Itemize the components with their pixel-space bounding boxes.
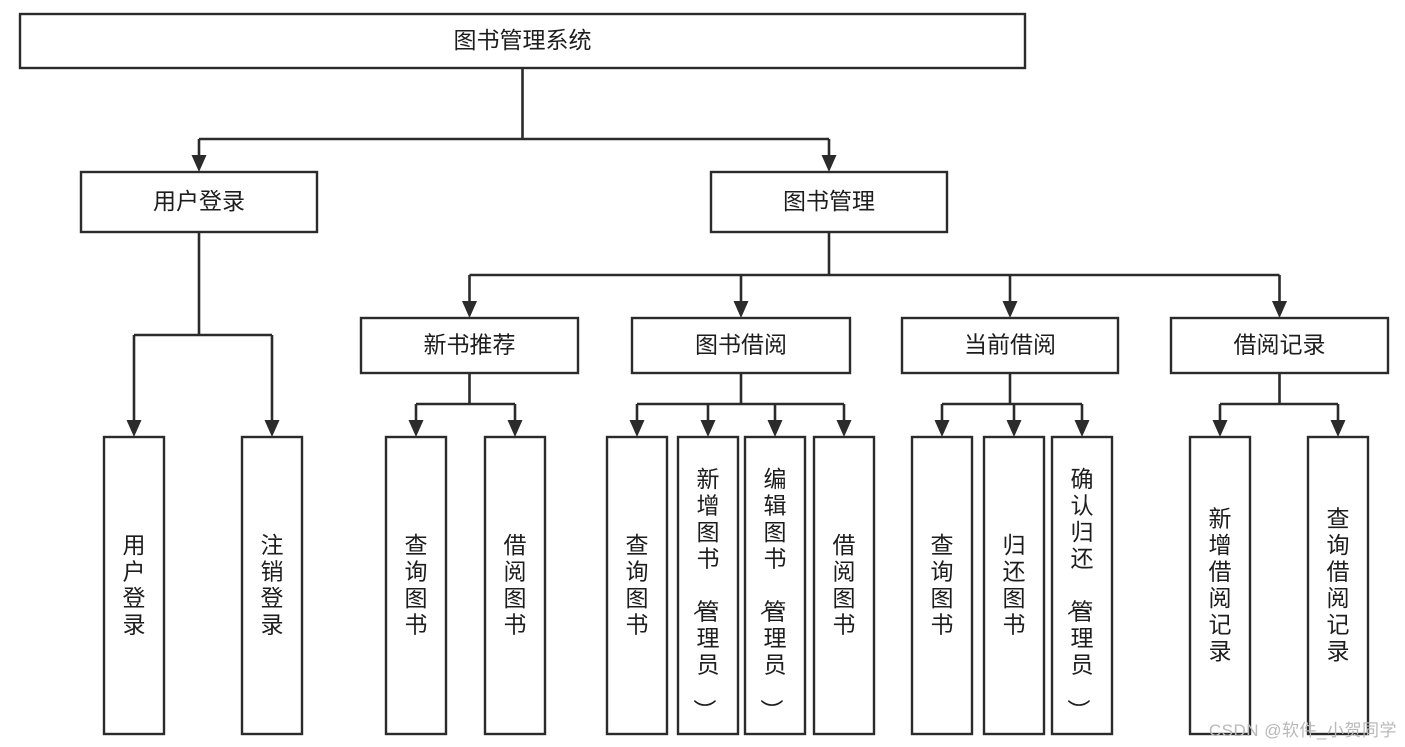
node-leaf-borrow-book-1[interactable]: 借阅图书 [483, 435, 547, 736]
arrow-head-icon [1330, 420, 1346, 437]
node-rect [483, 435, 547, 736]
node-leaf-add-record[interactable]: 新增借阅记录 [1188, 435, 1252, 736]
node-label: 当前借阅 [964, 332, 1056, 358]
node-rect [982, 435, 1046, 736]
node-layer: 图书管理系统用户登录图书管理新书推荐图书借阅当前借阅借阅记录用户登录注销登录查询… [18, 12, 1390, 736]
node-leaf-query-book-3[interactable]: 查询图书 [910, 435, 974, 736]
node-book-borrow[interactable]: 图书借阅 [630, 316, 852, 375]
node-root[interactable]: 图书管理系统 [18, 12, 1027, 70]
node-current-borrow[interactable]: 当前借阅 [900, 316, 1120, 375]
node-label: 新书推荐 [424, 332, 516, 358]
node-leaf-confirm-return[interactable]: 确认归还（管理员） [1050, 435, 1114, 736]
arrow-head-icon [1074, 420, 1090, 437]
node-leaf-return-book[interactable]: 归还图书 [982, 435, 1046, 736]
watermark-label: CSDN @软件_小贺同学 [1208, 721, 1397, 740]
node-user-login[interactable]: 用户登录 [79, 170, 319, 234]
node-label: 查询借阅记录 [1327, 506, 1350, 665]
node-rect [910, 435, 974, 736]
arrow-head-icon [733, 301, 749, 318]
arrow-head-icon [507, 420, 523, 437]
arrow-head-icon [934, 420, 950, 437]
arrow-head-icon [1212, 420, 1228, 437]
node-label: 查询图书 [626, 532, 649, 638]
node-label: 归还图书 [1003, 532, 1026, 638]
node-leaf-borrow-book-2[interactable]: 借阅图书 [812, 435, 876, 736]
arrow-head-icon [767, 420, 783, 437]
node-label: 注销登录 [261, 532, 284, 638]
node-label: 图书借阅 [695, 332, 787, 358]
arrow-head-icon [264, 420, 280, 437]
node-label: 确认归还（管理员） [1066, 466, 1094, 722]
node-label: 编辑图书（管理员） [759, 466, 787, 722]
node-rect [240, 435, 304, 736]
arrow-head-icon [836, 420, 852, 437]
node-rect [384, 435, 448, 736]
node-book-manage[interactable]: 图书管理 [709, 170, 949, 234]
node-rect [630, 316, 852, 375]
arrow-head-icon [629, 420, 645, 437]
node-label: 查询图书 [405, 532, 428, 638]
node-new-book-rec[interactable]: 新书推荐 [359, 316, 580, 375]
node-leaf-user-login[interactable]: 用户登录 [102, 435, 166, 736]
node-rect [1050, 435, 1114, 736]
node-rect [812, 435, 876, 736]
connector-layer [126, 68, 1346, 437]
arrow-head-icon [1006, 420, 1022, 437]
node-rect [102, 435, 166, 736]
node-rect [359, 316, 580, 375]
node-label: 用户登录 [153, 188, 245, 214]
node-label: 新增借阅记录 [1209, 506, 1232, 665]
node-leaf-query-book-2[interactable]: 查询图书 [605, 435, 669, 736]
node-label: 借阅记录 [1234, 332, 1326, 358]
arrow-head-icon [462, 301, 477, 318]
node-rect [676, 435, 740, 736]
node-rect [18, 12, 1027, 70]
arrow-head-icon [126, 420, 142, 437]
node-label: 图书管理 [783, 188, 875, 214]
node-label: 借阅图书 [833, 532, 856, 638]
arrow-head-icon [1272, 301, 1287, 318]
node-label: 图书管理系统 [454, 27, 592, 53]
node-rect [743, 435, 807, 736]
arrow-head-icon [1002, 301, 1018, 318]
node-rect [1169, 316, 1390, 375]
node-rect [709, 170, 949, 234]
node-rect [900, 316, 1120, 375]
node-leaf-add-book[interactable]: 新增图书（管理员） [676, 435, 740, 736]
arrow-head-icon [821, 155, 837, 172]
node-rect [79, 170, 319, 234]
node-label: 新增图书（管理员） [692, 466, 720, 722]
node-rect [605, 435, 669, 736]
node-leaf-query-record[interactable]: 查询借阅记录 [1306, 435, 1370, 736]
arrow-head-icon [408, 420, 424, 437]
node-label: 借阅图书 [504, 532, 527, 638]
arrow-head-icon [700, 420, 716, 437]
node-leaf-user-logout[interactable]: 注销登录 [240, 435, 304, 736]
node-rect [1188, 435, 1252, 736]
node-label: 用户登录 [123, 532, 146, 638]
node-borrow-record[interactable]: 借阅记录 [1169, 316, 1390, 375]
node-leaf-query-book-1[interactable]: 查询图书 [384, 435, 448, 736]
node-label: 查询图书 [931, 532, 954, 638]
node-rect [1306, 435, 1370, 736]
arrow-head-icon [191, 155, 207, 172]
node-leaf-edit-book[interactable]: 编辑图书（管理员） [743, 435, 807, 736]
